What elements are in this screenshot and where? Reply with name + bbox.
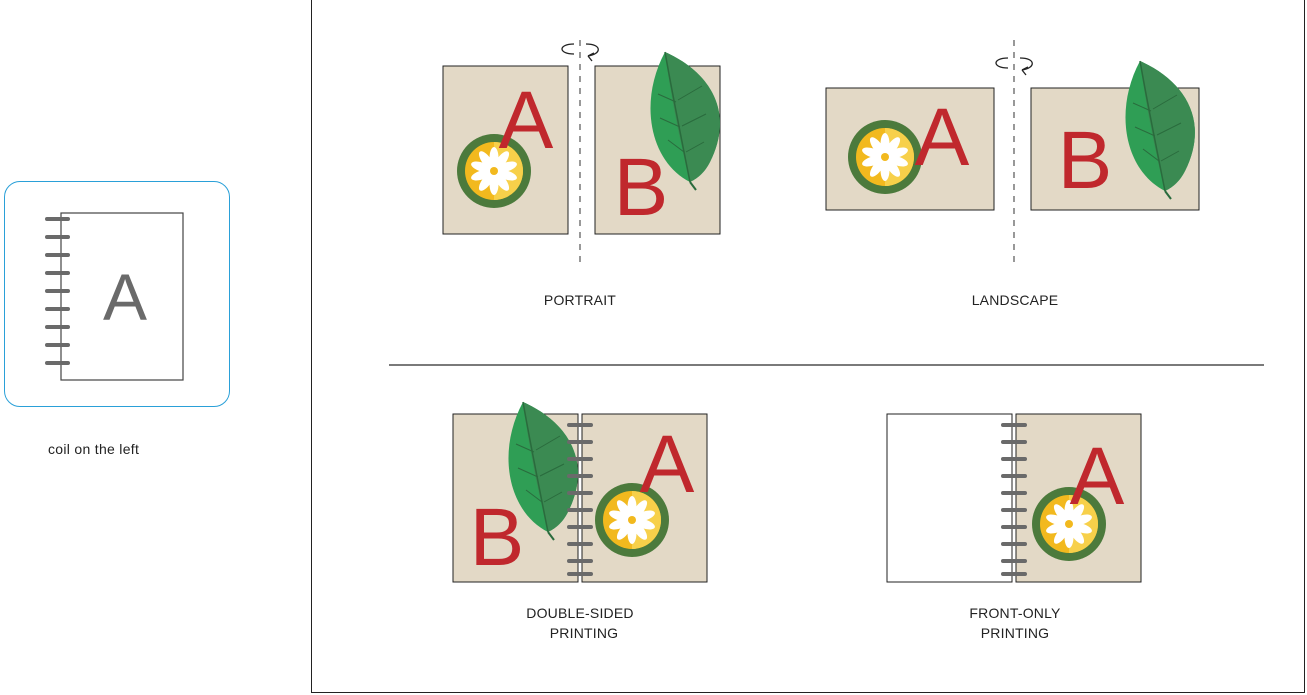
double-sided-label: DOUBLE-SIDED PRINTING [490,603,670,643]
portrait-group: A B [442,40,721,265]
landscape-group: A B [825,40,1200,265]
front-only-label-line2: PRINTING [980,625,1050,641]
page-letter-a: A [1070,431,1125,522]
flower-icon [848,120,922,194]
page-letter-a: A [499,75,554,166]
front-only-label-line1: FRONT-ONLY [969,605,1061,621]
page-letter-b: B [1058,115,1113,206]
coil-caption: coil on the left [48,441,140,457]
page-letter-a: A [915,92,970,183]
coil-notebook-icon: A [45,212,184,381]
front-only-label: FRONT-ONLY PRINTING [925,603,1105,643]
front-only-blank-page [886,413,1013,583]
double-sided-label-line2: PRINTING [549,625,619,641]
page-letter-b: B [470,492,525,583]
coil-binding-icon [45,217,70,365]
page-letter-b: B [614,142,669,233]
double-sided-label-line1: DOUBLE-SIDED [526,605,634,621]
front-only-group: A [886,413,1142,583]
notebook-letter: A [103,260,147,334]
page-letter-a: A [640,419,695,510]
double-sided-group: B A [452,401,708,583]
portrait-label: PORTRAIT [543,292,617,308]
coil-option-card[interactable]: A [4,181,230,407]
section-divider [389,364,1264,366]
landscape-label: LANDSCAPE [971,292,1059,308]
